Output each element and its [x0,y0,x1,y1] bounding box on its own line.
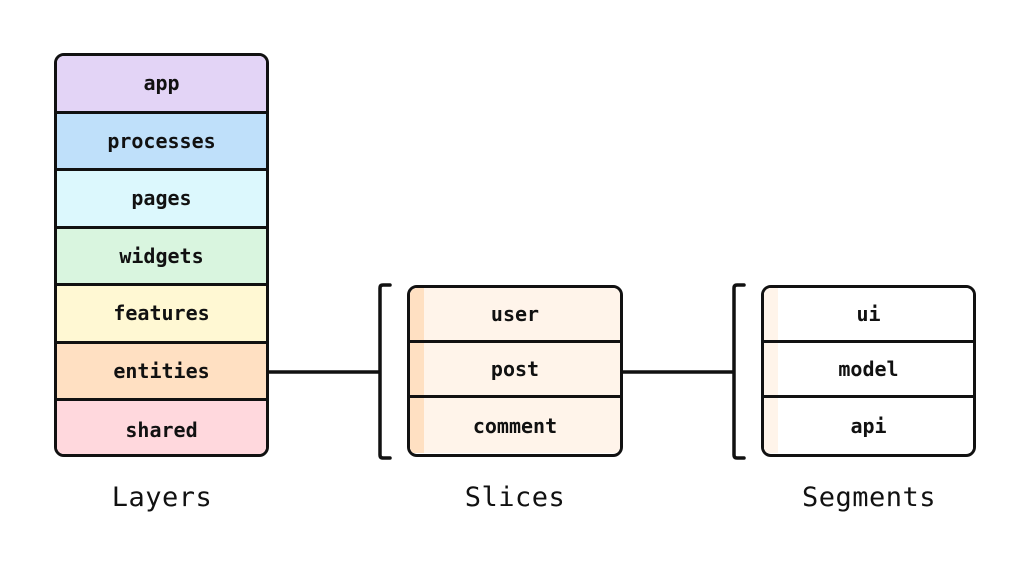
layer-label: entities [113,358,210,383]
slice-post: post [410,343,620,398]
layer-processes: processes [57,113,266,171]
slice-comment: comment [410,398,620,453]
segment-ui: ui [764,288,973,343]
layer-label: processes [107,128,216,153]
layer-app: app [57,56,266,114]
segment-model: model [764,343,973,398]
slice-label: post [490,357,540,381]
segment-label: model [838,357,899,381]
layer-shared: shared [57,401,266,454]
layers-stack: app processes pages widgets features ent… [54,53,269,457]
layer-label: widgets [119,243,204,268]
slice-label: comment [472,413,558,438]
slices-caption: Slices [464,482,566,513]
slices-bracket [378,283,392,460]
segment-stripe [764,288,778,340]
slice-label: user [490,302,540,326]
segment-stripe [764,343,778,395]
layer-entities: entities [57,343,266,401]
segments-stack: ui model api [761,285,976,457]
layer-label: pages [131,186,192,211]
segment-api: api [764,398,973,453]
segment-label: ui [856,302,881,326]
slice-stripe [410,288,424,340]
slice-stripe [410,343,424,395]
layer-label: app [143,71,180,96]
layer-label: shared [125,417,198,442]
segment-stripe [764,398,778,453]
slice-stripe [410,398,424,453]
layers-caption: Layers [111,482,213,513]
segments-caption: Segments [801,482,937,513]
segment-label: api [850,413,887,438]
slices-stack: user post comment [407,285,623,457]
slice-user: user [410,288,620,343]
segments-bracket [732,283,746,460]
layer-pages: pages [57,171,266,229]
layer-features: features [57,286,266,344]
layer-widgets: widgets [57,228,266,286]
layer-label: features [113,301,210,326]
